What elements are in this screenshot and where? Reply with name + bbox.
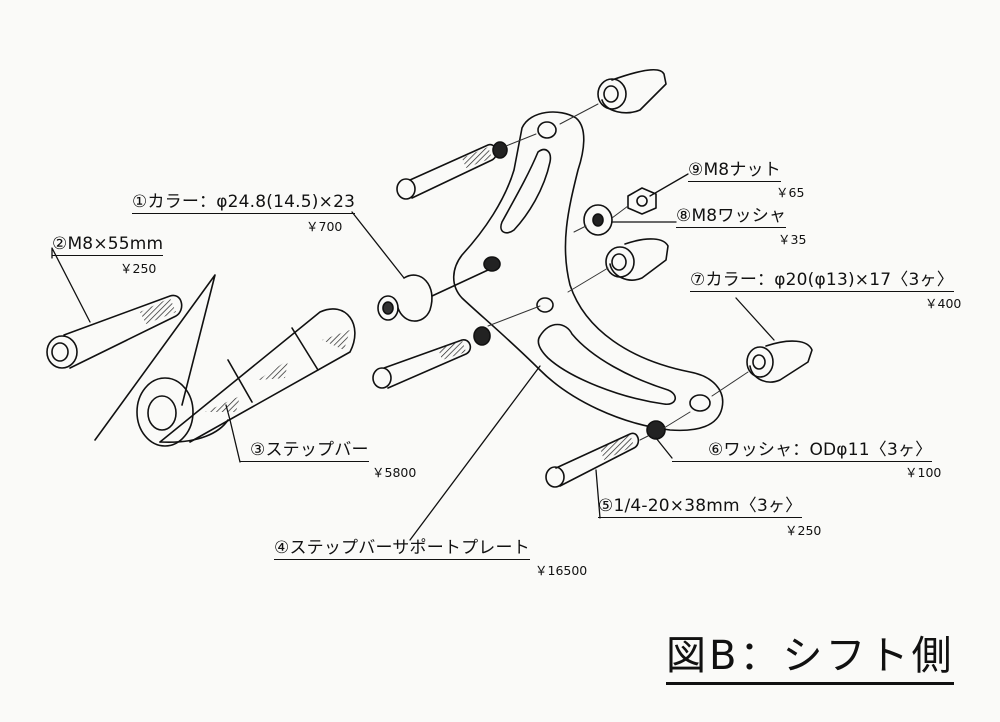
part-7-price: ￥400 [925, 296, 962, 311]
part-4-label: ④ステップバーサポートプレート [274, 538, 530, 560]
bolt-2-drawing [46, 294, 183, 369]
upper-bolt-drawing [396, 141, 508, 200]
part-8-label: ⑧M8ワッシャ [676, 206, 787, 228]
diagram-title: 図B：シフト側 [666, 632, 955, 685]
bolt-5-drawing [545, 432, 640, 488]
part-1-label: ①カラー：φ24.8(14.5)×23 [132, 192, 356, 214]
part-1-price: ￥700 [306, 219, 343, 234]
part-2-label: ②M8×55mm [52, 234, 164, 256]
part-5-price: ￥250 [785, 523, 822, 538]
part-4-price: ￥16500 [535, 563, 588, 578]
washer-8-drawing [583, 204, 613, 236]
part-7-label: ⑦カラー：φ20(φ13)×17〈3ヶ〉 [690, 270, 954, 292]
part-6-price: ￥100 [905, 465, 942, 480]
part-3-label: ③ステップバー [240, 440, 369, 462]
part-6-label: ⑥ワッシャ：ODφ11〈3ヶ〉 [672, 440, 933, 462]
part-3-price: ￥5800 [372, 465, 417, 480]
collar-1-drawing [377, 269, 489, 322]
support-plate-drawing [452, 111, 724, 432]
collar-7-drawing [597, 68, 813, 383]
part-5-label: ⑤1/4-20×38mm〈3ヶ〉 [598, 496, 803, 518]
part-9-price: ￥65 [776, 185, 805, 200]
part-9-label: ⑨M8ナット [688, 160, 781, 182]
nut-9-drawing [627, 187, 657, 215]
part-2-price: ￥250 [120, 261, 157, 276]
middle-bolt-drawing [372, 326, 491, 389]
step-bar-drawing [94, 274, 356, 447]
part-8-price: ￥35 [778, 232, 807, 247]
washer-6-drawing [646, 420, 666, 440]
